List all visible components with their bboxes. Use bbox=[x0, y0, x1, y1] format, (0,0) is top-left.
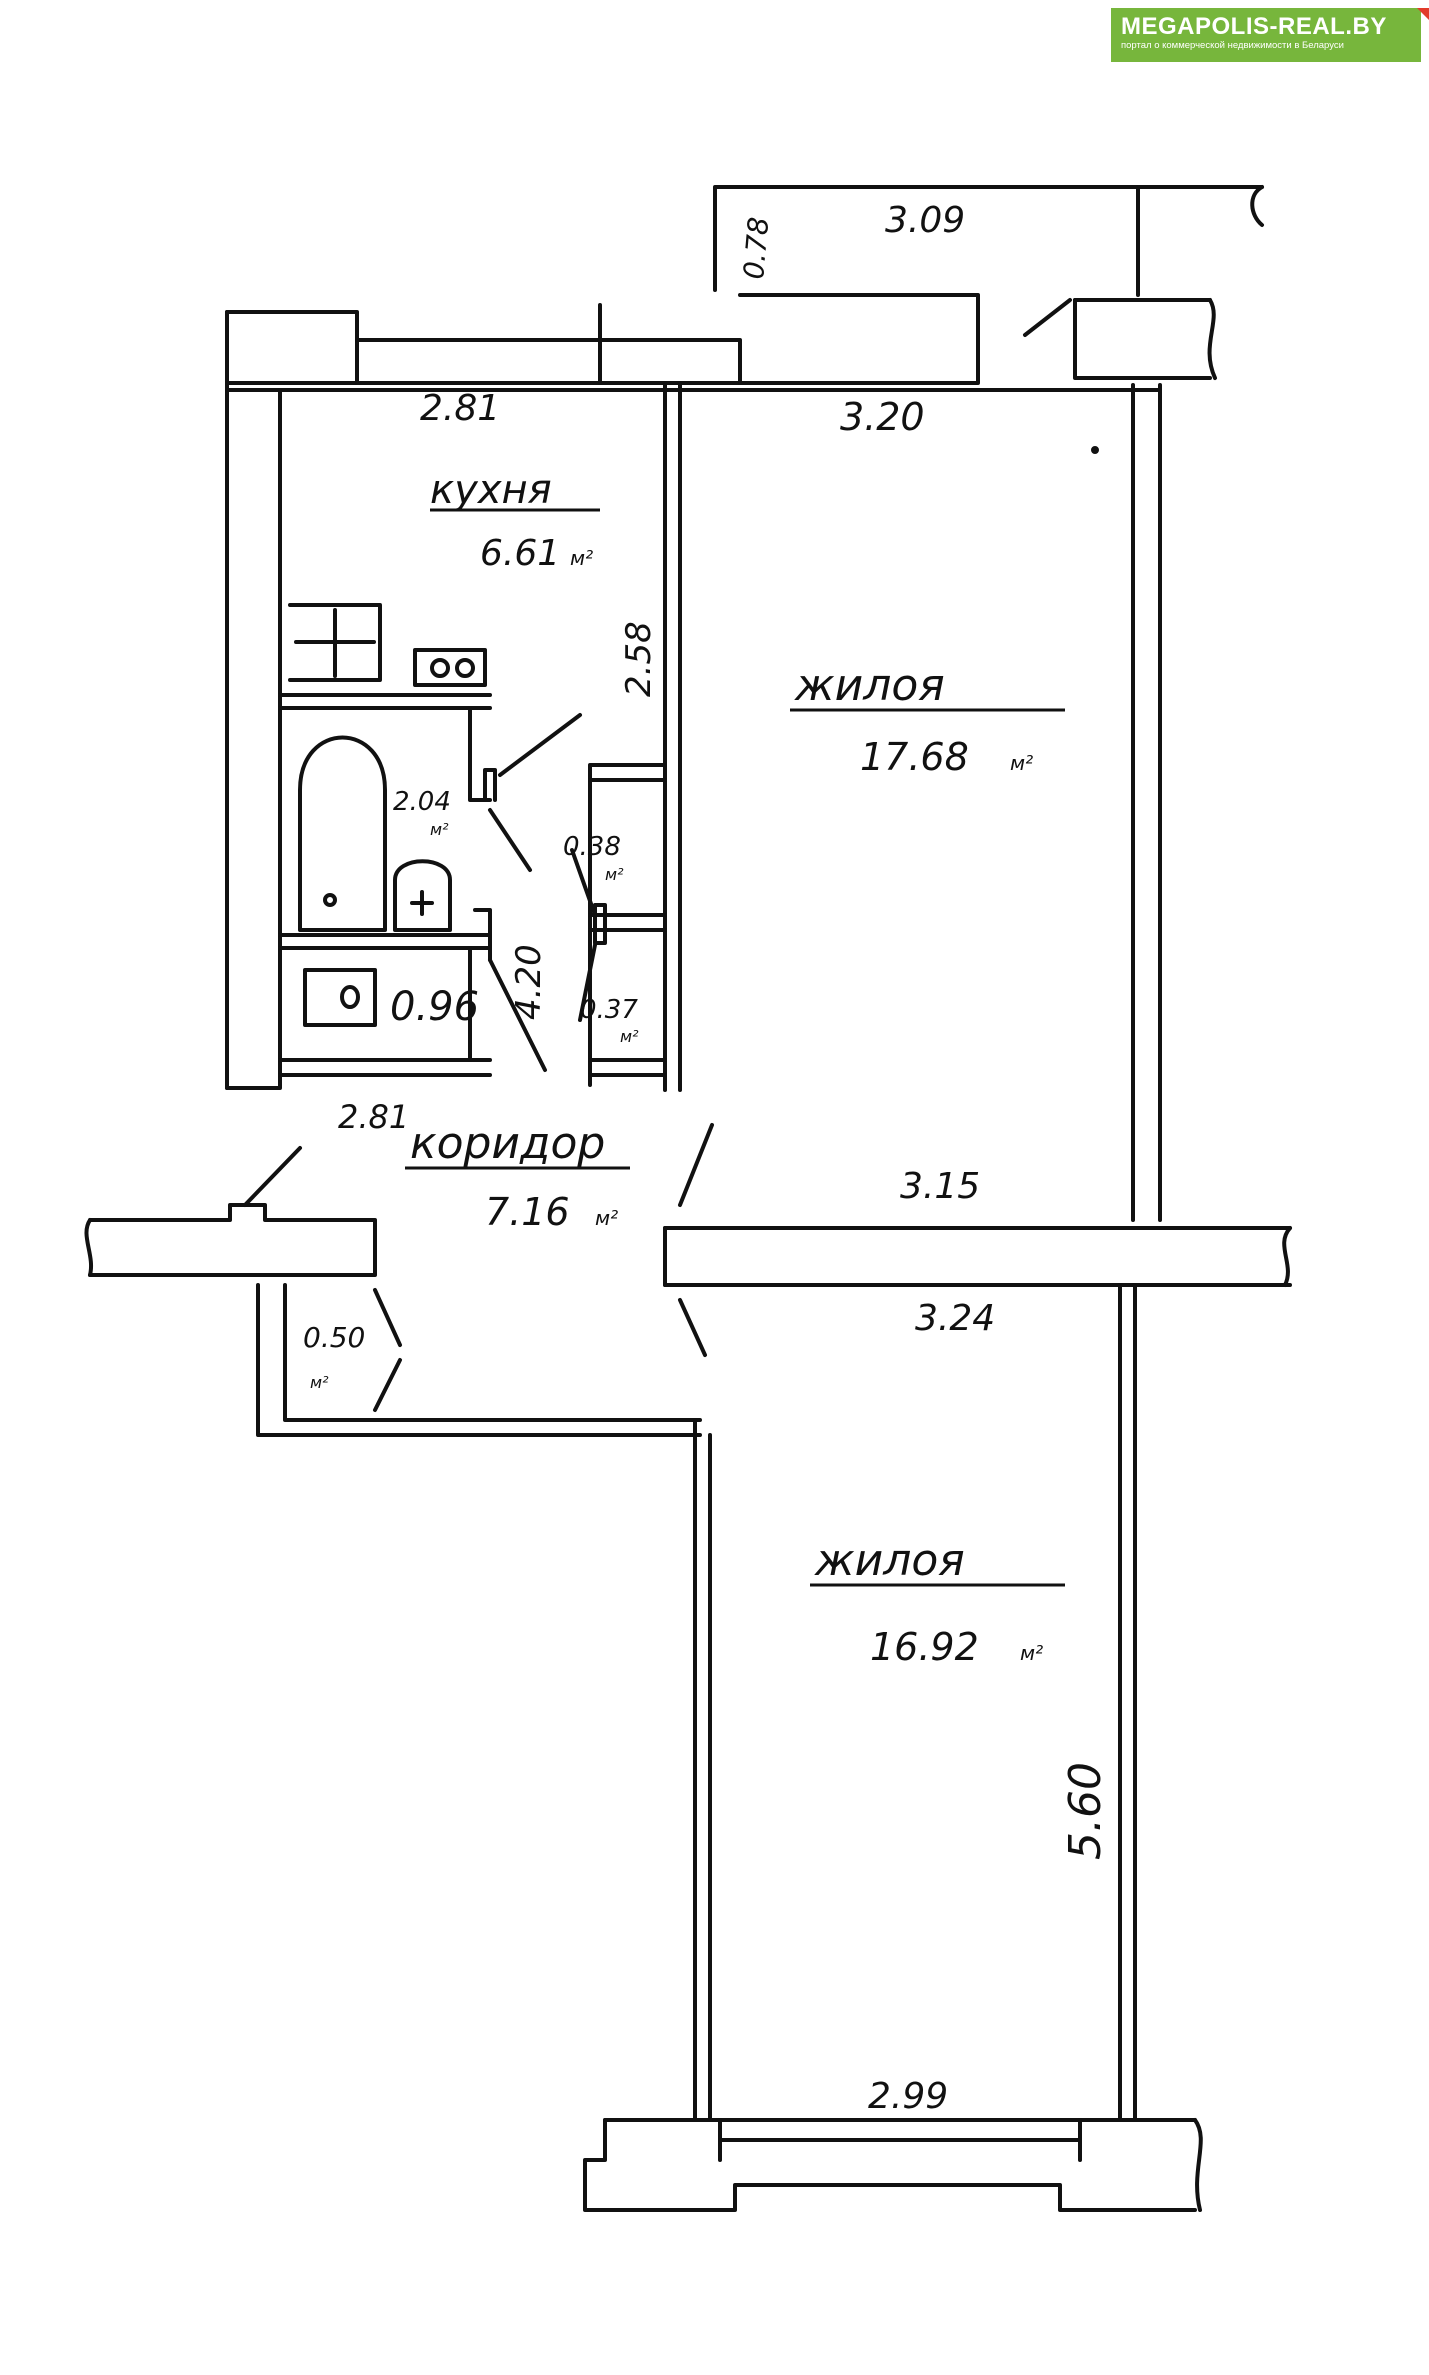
dim-bath-side: 4.20 bbox=[509, 944, 549, 1020]
closet1-area: 0.38 bbox=[563, 832, 621, 862]
closet2-unit: м² bbox=[620, 1027, 639, 1046]
dim-living2-side: 5.60 bbox=[1060, 1762, 1111, 1860]
logo-name: MEGAPOLIS-REAL.BY bbox=[1121, 13, 1387, 40]
kitchen-label: кухня bbox=[430, 467, 552, 513]
closet1-unit: м² bbox=[605, 865, 624, 884]
corridor-unit: м² bbox=[595, 1206, 618, 1230]
logo-tagline: портал о коммерческой недвижимости в Бел… bbox=[1121, 40, 1344, 51]
closet2-area: 0.37 bbox=[580, 995, 638, 1025]
dim-balcony-width: 3.09 bbox=[885, 200, 965, 241]
living2-label: жилоя bbox=[814, 1535, 965, 1586]
toilet-area: 0.96 bbox=[390, 984, 479, 1030]
living2-unit: м² bbox=[1020, 1641, 1043, 1665]
walls bbox=[84, 185, 1292, 2212]
dim-bath-bottom: 2.81 bbox=[338, 1098, 409, 1136]
living1-unit: м² bbox=[1010, 751, 1033, 775]
corridor-label: коридор bbox=[410, 1118, 605, 1169]
dim-living2-bottom: 2.99 bbox=[868, 2076, 948, 2117]
storage-unit: м² bbox=[310, 1373, 329, 1392]
dim-kitchen-side: 2.58 bbox=[619, 621, 659, 697]
kitchen-area: 6.61 bbox=[480, 533, 560, 574]
logo-flag-icon bbox=[1417, 8, 1429, 22]
dim-kitchen-top: 2.81 bbox=[420, 388, 500, 429]
corridor-area: 7.16 bbox=[485, 1190, 570, 1234]
living2-area: 16.92 bbox=[870, 1625, 979, 1669]
dim-living1-bottom: 3.15 bbox=[900, 1166, 980, 1207]
kitchen-unit: м² bbox=[570, 546, 593, 570]
dim-living1-top: 3.20 bbox=[840, 395, 925, 439]
living1-area: 17.68 bbox=[860, 735, 969, 779]
bathroom-unit: м² bbox=[430, 820, 449, 839]
living1-label: жилоя bbox=[794, 660, 945, 711]
dim-living2-top: 3.24 bbox=[915, 1298, 995, 1339]
site-logo[interactable]: MEGAPOLIS-REAL.BY портал о коммерческой … bbox=[1111, 8, 1429, 62]
storage-area: 0.50 bbox=[303, 1321, 365, 1354]
bathroom-area: 2.04 bbox=[393, 787, 451, 817]
dim-balcony-depth: 0.78 bbox=[737, 216, 775, 281]
